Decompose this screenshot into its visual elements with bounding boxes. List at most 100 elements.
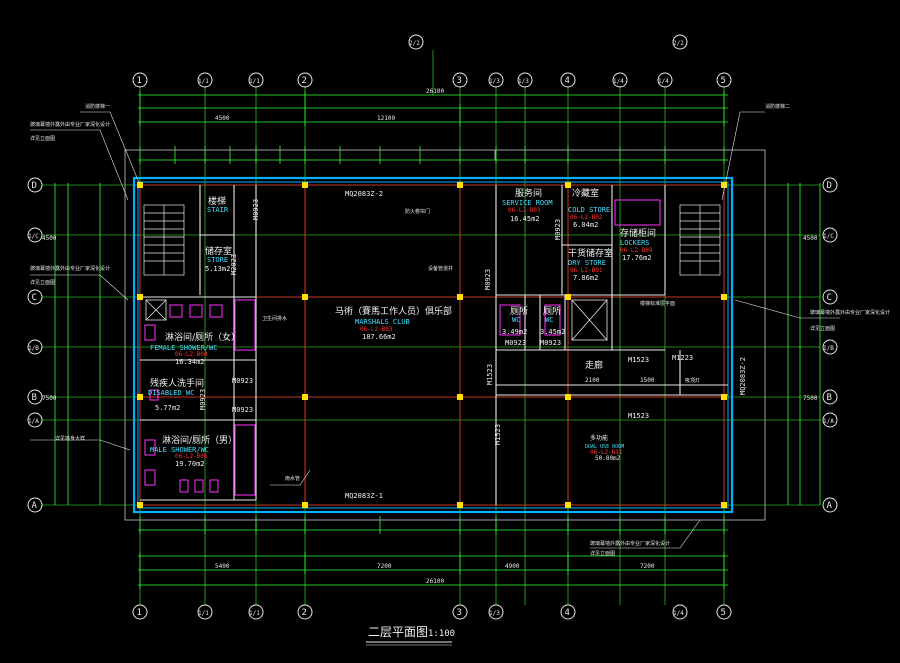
room-area: 3.49m2 [502,328,527,336]
note-stair-left: 消防楼梯一 [85,103,110,110]
grid-axis-lines [42,50,820,605]
dim-bottom-b: 7200 [377,563,392,570]
door-tag: M0923 [554,219,562,240]
room-male-shower: 淋浴间/厕所（男） MALE SHOWER/WC 06-L2-B06 19.70… [150,434,237,468]
note-rain-pipe: 雨水管 [285,475,300,482]
room-wc-2: 厕所 WC 3.45m2 [540,306,565,336]
dim-bottom-total: 26100 [426,578,444,585]
room-corridor: 走廊 [585,359,603,371]
door-tag: MQ2083Z-2 [739,357,747,395]
grid-bubble-label: 2/2 [673,40,684,47]
room-name-en: DISABLED WC [148,389,194,397]
grid-bubble-label: 1 [137,76,142,86]
dim-bottom-c: 4900 [505,563,520,570]
grid-bubble-label: 2 [302,76,307,86]
grid-bubble-label: A [32,501,38,511]
note-ceiling-light: 吸顶灯 [685,377,700,384]
dim-bottom-a: 5400 [215,563,230,570]
grid-bubble-label: 1/4 [673,610,684,617]
grid-bubble-label: 4 [565,76,570,86]
grid-bubble-label: 1/3 [518,78,529,85]
dim-walk2: 1500 [640,377,655,384]
grid-bubble-label: 5 [721,608,726,618]
dim-top-mid: 12100 [377,115,395,122]
room-area: 50.80m2 [595,455,621,462]
note-stair-plan: 楼梯标准层平面 [640,300,675,307]
room-cold-store: 冷藏室 COLD STORE 06-L2-B02 6.04m2 [568,187,610,229]
room-code: 06-L2-B04 [175,351,208,358]
note-elevation-2: 详见立面图 [30,279,55,286]
room-code: 06-L2-B01 [570,267,603,274]
room-code: 06-L2-B03 [360,326,393,333]
door-tag: M0923 [540,339,561,347]
grid-bubble-label: 2/2 [409,40,420,47]
room-area: 187.66m2 [362,333,396,341]
grid-bubbles-left: D 1/C C 1/B B 1/A A [27,177,43,513]
note-elevation-1: 详见立面图 [30,135,55,142]
stair-left [143,204,185,276]
leader-lines [30,111,840,549]
grid-bubble-label: 3 [457,76,462,86]
door-tag: M0923 [484,269,492,290]
room-store: 储存室 STORE 5.13m2 [205,245,232,273]
room-dry-store: 干货储存室 DRY STORE 06-L2-B01 7.86m2 [568,247,613,282]
grid-bubble-label: 4 [565,608,570,618]
grid-bubble-label: C [827,293,832,303]
drawing-notes: 消防楼梯一 消防楼梯二 玻璃幕墙外露外由专业厂家深化设计 详见立面图 玻璃幕墙外… [30,103,890,557]
drawing-scale: 1:100 [428,629,455,639]
dimension-texts: 26100 4500 12100 26100 5400 7200 4900 72… [42,88,818,585]
room-area: 17.76m2 [622,254,652,262]
door-tag: M1223 [672,354,693,362]
sanitary-fixtures [144,199,661,496]
note-fire-shutter: 防火卷帘门 [405,208,430,215]
room-name-cn: 淋浴间/厕所（女） [165,331,240,343]
dim-bottom-d: 7200 [640,563,655,570]
note-stair-right: 消防楼梯二 [765,103,790,110]
dim-right-1: 4500 [803,235,818,242]
note-toilet-drain: 卫生间排水 [262,315,287,322]
grid-bubbles-top: 1 1/1 1/1 2 3 1/3 1/3 4 1/4 1/4 5 2/2 2/… [132,34,732,88]
grid-bubble-label: 1/1 [249,78,260,85]
room-name-en: COLD STORE [568,206,610,214]
grid-bubble-label: A [827,501,833,511]
drawing-title-block: 二层平面图 1:100 [366,625,455,646]
grid-bubble-label: 1/1 [198,78,209,85]
room-name-en: FEMALE SHOWER/WC [150,344,217,352]
dim-left-2: 7500 [42,395,57,402]
exterior-parapet [124,149,766,521]
room-female-shower: 淋浴间/厕所（女） FEMALE SHOWER/WC 06-L2-B04 16.… [150,331,240,366]
room-name-cn: 厕所 [510,306,528,317]
grid-bubble-label: 1/4 [658,78,669,85]
door-tag: M0923 [232,377,253,385]
door-tag: M0923 [505,339,526,347]
grid-bubble-label: 1/C [823,233,834,240]
room-name-en: STORE [207,256,228,264]
room-lockers: 存储柜间 LOCKERS 06-L2-B09 17.76m2 [620,227,656,262]
room-name-cn: 楼梯 [208,195,226,207]
room-name-cn: 干货储存室 [568,247,613,259]
room-area: 16.45m2 [510,215,540,223]
grid-bubbles-bottom: 1 1/1 1/1 2 3 1/3 4 1/4 5 [132,604,732,620]
room-name-cn: 走廊 [585,359,603,371]
note-curtain-wall-4: 玻璃幕墙外露外由专业厂家深化设计 [590,540,670,547]
room-name-cn: 残疾人洗手间 [150,377,204,389]
grid-bubble-label: 1/B [28,345,39,352]
room-code: 06-L2-B11 [590,449,623,456]
room-code: 06-L2-B09 [620,247,653,254]
dim-top-total: 26100 [426,88,444,95]
door-tag: M2023 [230,254,238,275]
room-name-en: STAIR [207,206,229,214]
room-name-cn: 存储柜间 [620,227,656,239]
note-elevation-4: 详见立面图 [590,550,615,557]
grid-bubble-label: 1 [137,608,142,618]
room-stair: 楼梯 STAIR [207,195,229,214]
room-area: 16.34m2 [175,358,205,366]
dim-walk: 2100 [585,377,600,384]
elevator-shaft [145,299,608,341]
room-name-en: DRY STORE [568,259,606,267]
door-tag: M0923 [199,389,207,410]
note-curtain-wall-1: 玻璃幕墙外露外由专业厂家深化设计 [30,121,110,128]
grid-bubble-label: B [827,393,832,403]
room-code: 06-L2-B03 [508,207,541,214]
